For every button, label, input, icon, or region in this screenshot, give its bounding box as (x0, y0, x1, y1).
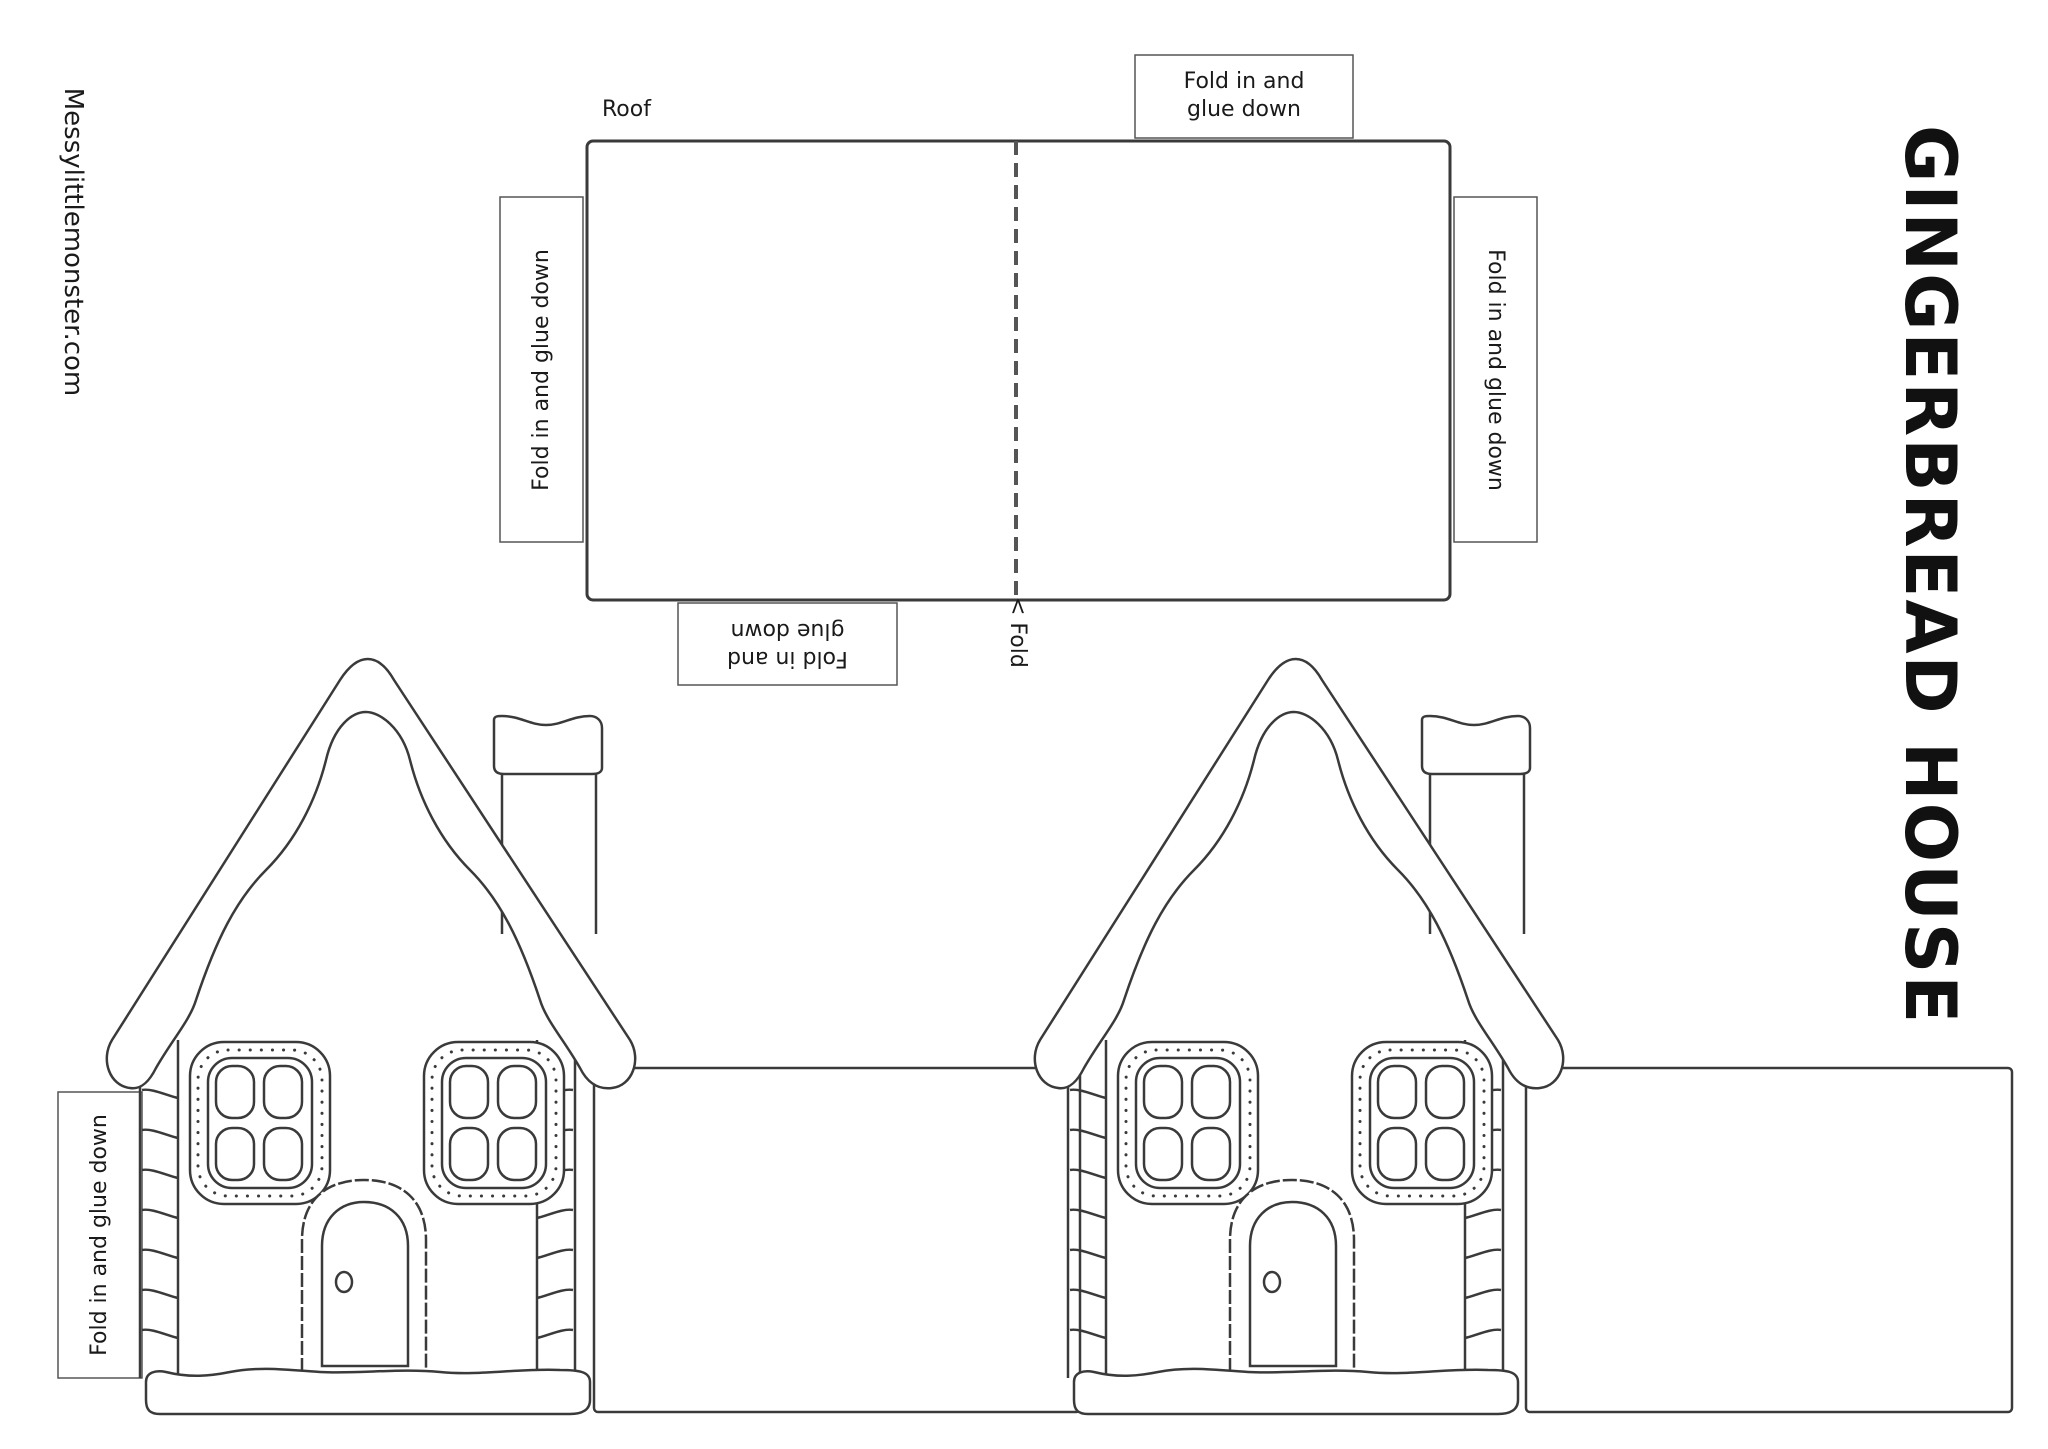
side-tab-1 (57, 1091, 143, 1379)
side-wall-2 (1524, 1066, 2014, 1414)
roof-tab-left-text: Fold in and glue down (529, 249, 554, 491)
roof-tab-top-text: Fold in and glue down (1183, 69, 1305, 122)
roof-label: Roof (602, 97, 651, 122)
roof-piece (499, 54, 1538, 686)
page-title: GINGERBREAD HOUSE (1889, 125, 1971, 1026)
roof-tab-top (1134, 54, 1354, 139)
roof-tab-bottom-text: Fold in and glue down (727, 618, 848, 671)
fold-label: < Fold (1005, 597, 1030, 668)
side-tab-1-text: Fold in and glue down (87, 1114, 112, 1356)
website-credit: Messylittlemonster.com (58, 87, 88, 397)
roof-tab-right-text: Fold in and glue down (1483, 249, 1508, 491)
roof-tab-left (499, 196, 584, 543)
side-wall-1 (592, 1066, 1082, 1414)
house-2 (1033, 657, 2014, 1416)
house-1 (57, 657, 1082, 1416)
roof-tab-bottom (677, 602, 898, 686)
roof-panel (585, 139, 1452, 602)
roof-tab-right (1453, 196, 1538, 543)
